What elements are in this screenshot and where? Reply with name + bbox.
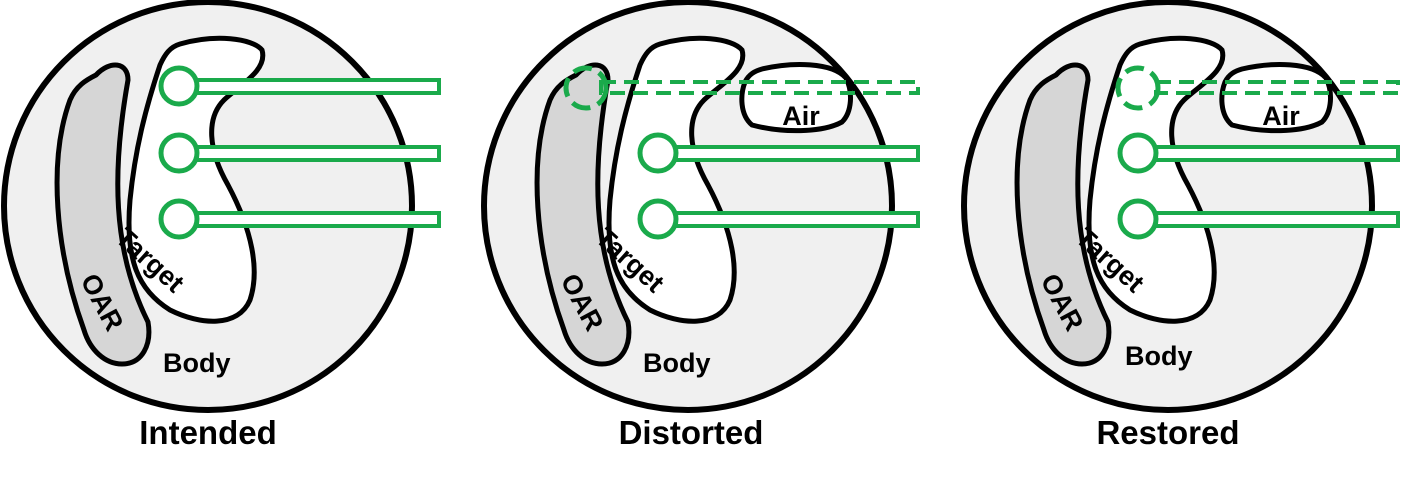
oar-structure (534, 62, 632, 367)
beam-line (674, 145, 920, 162)
beam-line (674, 211, 920, 228)
beam-shifted (637, 198, 920, 240)
target-structure (1086, 35, 1226, 324)
panel-distorted: Air Target OAR Body Distorted (481, 0, 920, 451)
air-label: Air (1262, 101, 1300, 131)
body-label: Body (643, 348, 711, 378)
beam-line (195, 145, 441, 162)
beam-line (1154, 145, 1400, 162)
beam-spot (158, 132, 200, 174)
beam-shifted (637, 132, 920, 174)
beam-restored (1117, 132, 1400, 174)
beam-line (195, 78, 441, 95)
beam (158, 198, 441, 240)
beam-spot-dashed (563, 65, 609, 111)
panel-caption: Distorted (619, 414, 764, 451)
panel-restored: Air Target OAR Body Restored (961, 0, 1400, 451)
beam-spot (1117, 132, 1159, 174)
beam-spot (637, 198, 679, 240)
body-label: Body (163, 348, 231, 378)
oar-structure (1014, 62, 1112, 367)
oar-structure (54, 62, 152, 367)
beam (158, 65, 441, 107)
beam-line-dashed (1154, 80, 1400, 95)
body-label: Body (1125, 341, 1193, 371)
beam-spot (158, 65, 200, 107)
beam-displaced (1115, 65, 1400, 111)
beam (158, 132, 441, 174)
beam-line-dashed (599, 80, 920, 95)
air-label: Air (782, 101, 820, 131)
beam-spot (1117, 198, 1159, 240)
beam-line (1154, 211, 1400, 228)
beam-displaced (563, 65, 920, 111)
target-structure (126, 35, 266, 324)
panel-caption: Restored (1096, 414, 1239, 451)
beam-restored (1117, 198, 1400, 240)
target-structure (606, 35, 746, 324)
panel-intended: Target OAR Body Intended (1, 0, 441, 451)
panel-caption: Intended (139, 414, 277, 451)
beam-spot (158, 198, 200, 240)
beam-spot-dashed (1115, 65, 1161, 111)
beam-line (195, 211, 441, 228)
beam-spot (637, 132, 679, 174)
